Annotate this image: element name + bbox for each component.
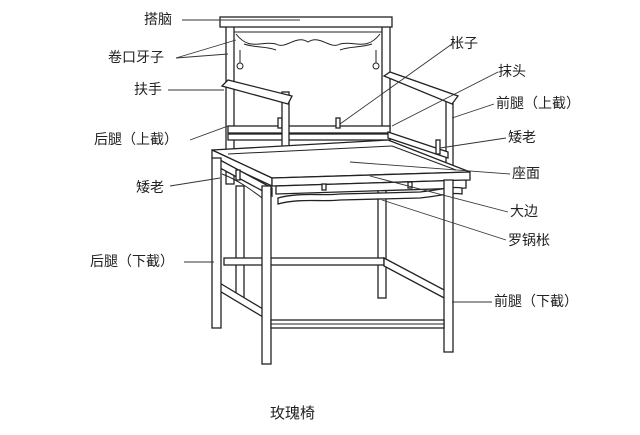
front-leg-right [443, 179, 454, 353]
stretcher-right-lower [383, 256, 449, 302]
label-motou: 抹头 [498, 64, 526, 80]
apron-carving [235, 33, 381, 46]
arm-low-rail-right [387, 131, 449, 159]
label-ailao-left: 矮老 [136, 180, 164, 196]
leader-qiantui-shang [451, 103, 495, 119]
leader-luoguozhang [381, 199, 507, 241]
back-leg-left-lower [235, 185, 245, 299]
label-ailao-right: 矮老 [508, 130, 536, 146]
leader-dabian [369, 175, 509, 213]
label-qiantui-shang: 前腿（上截） [496, 96, 580, 112]
back-dwarf-post-2 [335, 117, 341, 129]
front-leg-left [261, 185, 272, 365]
back-low-rail [227, 125, 391, 134]
front-dwarf-post-1 [321, 183, 327, 191]
seat-edge-front [271, 171, 471, 187]
label-dana: 搭脑 [144, 12, 172, 28]
leader-houtui-shang [189, 125, 229, 141]
seat-inner-line [227, 145, 393, 155]
leader-ailao-left [169, 177, 221, 187]
arm-rail-left [220, 79, 293, 105]
side-dwarf-post-left [235, 169, 241, 181]
arm-rail-right [382, 71, 460, 105]
label-dabian: 大边 [510, 204, 538, 220]
leader-juankouyazi-2 [175, 53, 229, 59]
seat-inner-line-2 [391, 145, 457, 171]
back-leg-right-lower [377, 185, 387, 299]
leader-motou [391, 71, 499, 127]
leader-zuomian [349, 161, 511, 175]
arm-dwarf-post-right [435, 139, 441, 155]
apron-knob-right [372, 62, 380, 70]
label-qiantui-xia: 前腿（下截） [494, 294, 578, 310]
label-luoguozhang: 罗锅枨 [508, 233, 550, 249]
label-juankouyazi: 卷口牙子 [108, 50, 164, 66]
back-low-rail-2 [227, 133, 391, 141]
apron-carving-inner [243, 43, 373, 51]
label-houtui-shang: 后腿（上截） [94, 132, 178, 148]
label-zuomian: 座面 [512, 166, 540, 182]
diagram-caption: 玫瑰椅 [270, 404, 316, 422]
label-zhangzi: 枨子 [450, 36, 478, 52]
front-dwarf-post-2 [407, 181, 413, 189]
leader-juankouyazi [175, 39, 237, 59]
back-leg-left-visible [211, 157, 222, 329]
leader-ailao-right [439, 137, 507, 149]
stretcher-back-lower [223, 257, 385, 266]
apron-knob-left [236, 62, 244, 70]
leader-zhangzi [339, 43, 453, 125]
label-houtui-xia: 后腿（下截） [90, 254, 174, 270]
crest-rail [219, 16, 393, 28]
label-fushou: 扶手 [134, 82, 162, 98]
hump-stretcher [277, 186, 463, 205]
